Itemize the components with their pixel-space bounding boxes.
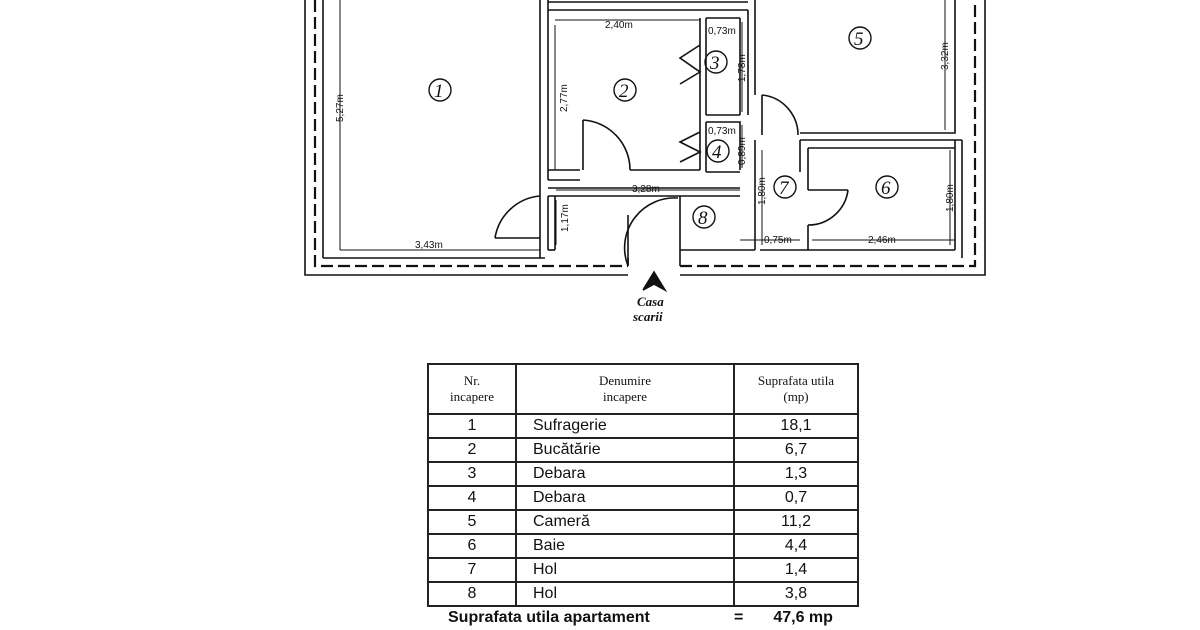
dim-room6-width: 2,46m xyxy=(868,235,896,246)
header-nr: Nr.incapere xyxy=(427,363,517,415)
room-number-3: 3 xyxy=(709,53,720,74)
total-value: = 47,6 mp xyxy=(734,606,858,629)
room-number-6: 6 xyxy=(881,178,891,199)
cell-name: Debara xyxy=(515,461,735,487)
cell-area: 3,8 xyxy=(733,581,859,607)
total-equals: = xyxy=(734,609,744,626)
cell-nr: 4 xyxy=(427,485,517,511)
room-number-1: 1 xyxy=(434,81,444,102)
dim-room1-height: 5,27m xyxy=(335,94,346,122)
dim-corridor-width: 3,28m xyxy=(632,184,660,195)
cell-area: 11,2 xyxy=(733,509,859,535)
cell-area: 0,7 xyxy=(733,485,859,511)
cell-nr: 7 xyxy=(427,557,517,583)
dim-room4-height: 0,89m xyxy=(737,137,748,165)
dim-room3-height: 1,78m xyxy=(737,54,748,82)
dim-room2-width: 2,40m xyxy=(605,20,633,31)
room-number-2: 2 xyxy=(619,81,629,102)
dim-room3-width: 0,73m xyxy=(708,26,736,37)
cell-name: Hol xyxy=(515,557,735,583)
cell-area: 18,1 xyxy=(733,413,859,439)
cell-name: Bucătărie xyxy=(515,437,735,463)
entrance-label-line1: Casa xyxy=(637,294,664,309)
dim-room8-height: 1,17m xyxy=(560,204,571,232)
cell-nr: 1 xyxy=(427,413,517,439)
dim-room6-height: 1,80m xyxy=(945,184,956,212)
cell-area: 4,4 xyxy=(733,533,859,559)
dim-room4-width: 0,73m xyxy=(708,126,736,137)
entrance-label-line2: scarii xyxy=(632,309,663,324)
dim-room7-height: 1,80m xyxy=(757,177,768,205)
cell-area: 6,7 xyxy=(733,437,859,463)
cell-name: Sufragerie xyxy=(515,413,735,439)
cell-name: Cameră xyxy=(515,509,735,535)
cell-nr: 2 xyxy=(427,437,517,463)
room-number-7: 7 xyxy=(779,178,790,199)
total-label: Suprafata utila apartament xyxy=(448,609,650,626)
header-area: Suprafata utila(mp) xyxy=(733,363,859,415)
room-number-5: 5 xyxy=(854,29,864,50)
dim-room1-width: 3,43m xyxy=(415,240,443,251)
cell-nr: 3 xyxy=(427,461,517,487)
cell-name: Baie xyxy=(515,533,735,559)
cell-name: Debara xyxy=(515,485,735,511)
floor-plan: 5,27m 3,43m 2,40m 2,77m 0,73m 1,78m 0,73… xyxy=(304,0,986,324)
cell-area: 1,4 xyxy=(733,557,859,583)
room-number-8: 8 xyxy=(698,208,708,229)
room-number-4: 4 xyxy=(712,142,722,163)
cell-name: Hol xyxy=(515,581,735,607)
cell-area: 1,3 xyxy=(733,461,859,487)
dim-room2-height: 2,77m xyxy=(559,84,570,112)
cell-nr: 5 xyxy=(427,509,517,535)
cell-nr: 6 xyxy=(427,533,517,559)
dim-room5-height: 3,32m xyxy=(940,42,951,70)
total-row: Suprafata utila apartament = 47,6 mp xyxy=(428,606,858,629)
dim-room7-width: 0,75m xyxy=(764,235,792,246)
cell-nr: 8 xyxy=(427,581,517,607)
total-number: 47,6 mp xyxy=(773,609,833,626)
